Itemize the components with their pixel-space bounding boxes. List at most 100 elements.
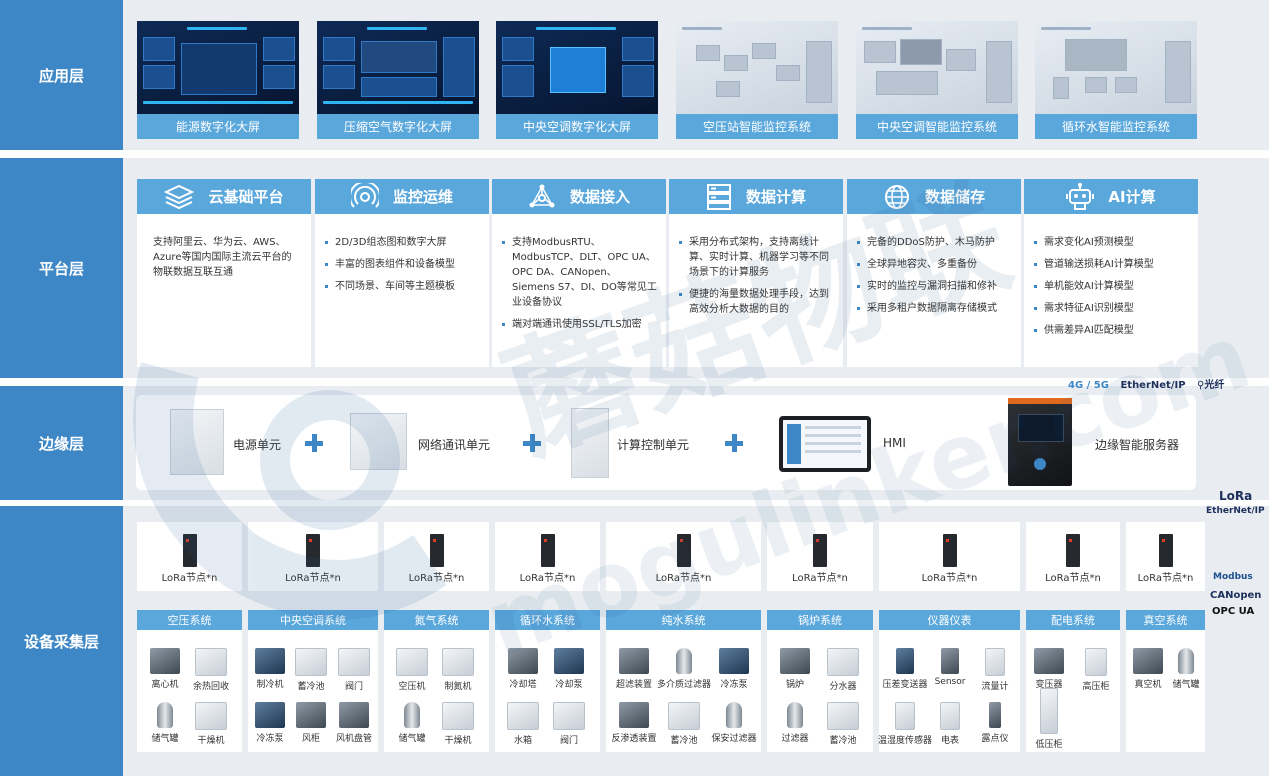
equipment-item: 蓄冷池	[656, 702, 712, 746]
app-card-title: 循环水智能监控系统	[1035, 114, 1197, 139]
lora-node-card: LoRa节点*n	[495, 522, 600, 591]
equipment-item: 制氮机	[430, 648, 486, 692]
equipment-image	[1085, 648, 1107, 676]
app-card-title: 空压站智能监控系统	[676, 114, 838, 139]
system-card-power-distribution: 配电系统 变压器 高压柜 低压柜	[1026, 610, 1120, 752]
lora-node-device	[942, 534, 957, 567]
equipment-image	[442, 702, 474, 730]
power-unit-device	[170, 409, 224, 475]
equipment-item: 冷冻泵	[242, 702, 298, 744]
equipment-image	[150, 648, 180, 674]
platform-bullet: 采用多租户数据隔离存储模式	[857, 301, 1013, 316]
platform-card-computing: 数据计算 采用分布式架构，支持离线计算、实时计算、机器学习等不同场景下的计算服务…	[669, 179, 843, 367]
system-card-title: 氮气系统	[384, 610, 489, 630]
platform-bullet: 2D/3D组态图和数字大屏	[325, 235, 481, 250]
lora-node-card: LoRa节点*n	[248, 522, 378, 591]
equipment-image	[619, 648, 649, 674]
app-screenshot	[496, 21, 658, 114]
equipment-image	[726, 702, 742, 728]
lora-node-label: LoRa节点*n	[921, 573, 978, 584]
equipment-image	[295, 648, 327, 676]
lora-node-device	[813, 534, 827, 567]
equipment-image	[941, 648, 959, 674]
equipment-item: 变压器	[1021, 648, 1077, 690]
system-card-title: 配电系统	[1026, 610, 1120, 630]
platform-bullet: 全球异地容灾、多重备份	[857, 257, 1013, 272]
app-card-compressed-air[interactable]: 压缩空气数字化大屏	[317, 21, 479, 139]
equipment-item: 水箱	[495, 702, 551, 746]
server-icon	[706, 183, 731, 210]
system-card-title: 中央空调系统	[248, 610, 378, 630]
platform-card-title: 云基础平台	[208, 188, 284, 206]
system-card-title: 空压系统	[137, 610, 242, 630]
opc-ua-protocol: OPC UA	[1212, 606, 1255, 617]
system-card-central-ac: 中央空调系统 制冷机 蓄冷池 阀门 冷冻泵 风柜 风机盘管	[248, 610, 378, 752]
app-card-title: 中央空调智能监控系统	[856, 114, 1018, 139]
compute-unit-device	[571, 408, 609, 478]
lora-node-card: LoRa节点*n	[1026, 522, 1120, 591]
equipment-image	[339, 702, 369, 728]
equipment-image	[719, 648, 749, 674]
equipment-item: 风柜	[283, 702, 339, 744]
layer-label-collection: 设备采集层	[0, 506, 123, 776]
app-card-air-station[interactable]: 空压站智能监控系统	[676, 21, 838, 139]
edge-unit-server: 边缘智能服务器	[1095, 438, 1180, 452]
platform-bullet: 支持ModbusRTU、ModbusTCP、DLT、OPC UA、OPC DA、…	[502, 235, 658, 310]
app-screenshot	[856, 21, 1018, 114]
app-card-ac-monitor[interactable]: 中央空调智能监控系统	[856, 21, 1018, 139]
equipment-image	[195, 702, 227, 730]
lora-node-device	[676, 534, 691, 567]
equipment-item: 干燥机	[183, 702, 239, 746]
platform-bullet: 便捷的海量数据处理手段，达到高效分析大数据的目的	[679, 287, 835, 317]
lora-node-card: LoRa节点*n	[1126, 522, 1205, 591]
equipment-item: 超滤装置	[606, 648, 662, 690]
platform-card-ai: AI计算 需求变化AI预测模型 管道输送损耗AI计算模型 单机能效AI计算模型 …	[1024, 179, 1198, 367]
equipment-image	[827, 648, 859, 676]
ethernet-ip-protocol: EtherNet/IP	[1206, 506, 1265, 516]
equipment-item: 高压柜	[1068, 648, 1124, 692]
canopen-protocol: CANopen	[1210, 590, 1262, 601]
app-screenshot	[137, 21, 299, 114]
lora-node-label: LoRa节点*n	[519, 573, 576, 584]
equipment-item: 电表	[922, 702, 978, 746]
system-card-title: 循环水系统	[495, 610, 600, 630]
app-card-energy[interactable]: 能源数字化大屏	[137, 21, 299, 139]
equipment-item: 蓄冷池	[815, 702, 871, 746]
equipment-image	[442, 648, 474, 676]
equipment-image	[1178, 648, 1194, 674]
equipment-image	[668, 702, 700, 730]
platform-bullet: 端对端通讯使用SSL/TLS加密	[502, 317, 658, 332]
platform-bullet: 供需差异AI匹配模型	[1034, 323, 1190, 338]
equipment-item: 保安过滤器	[706, 702, 762, 744]
app-screenshot	[676, 21, 838, 114]
equipment-item: 锅炉	[767, 648, 823, 690]
platform-bullet: 需求变化AI预测模型	[1034, 235, 1190, 250]
equipment-image	[940, 702, 960, 730]
lora-node-label: LoRa节点*n	[792, 573, 848, 584]
platform-card-title: 监控运维	[392, 188, 453, 206]
lora-node-device	[1158, 534, 1173, 567]
equipment-item: 低压柜	[1021, 688, 1077, 750]
equipment-image	[896, 648, 914, 674]
equipment-item: 多介质过滤器	[656, 648, 712, 690]
lora-node-card: LoRa节点*n	[137, 522, 242, 591]
equipment-item: 压差变送器	[877, 648, 933, 690]
equipment-image	[296, 702, 326, 728]
app-card-central-ac[interactable]: 中央空调数字化大屏	[496, 21, 658, 139]
equipment-image	[827, 702, 859, 730]
equipment-item: 干燥机	[430, 702, 486, 746]
equipment-image	[1040, 688, 1058, 734]
equipment-item: 余热回收	[183, 648, 239, 692]
lora-node-label: LoRa节点*n	[408, 573, 465, 584]
system-card-instruments: 仪器仪表 压差变送器 Sensor 流量计 温湿度传感器 电表 露点仪	[877, 610, 1020, 752]
app-card-circulating-water[interactable]: 循环水智能监控系统	[1035, 21, 1197, 139]
lora-node-device	[306, 534, 320, 567]
system-card-title: 锅炉系统	[767, 610, 873, 630]
equipment-item: 储气罐	[1158, 648, 1214, 690]
equipment-item: 离心机	[137, 648, 193, 690]
layers-icon	[164, 184, 195, 209]
equipment-item: 风机盘管	[326, 702, 382, 744]
system-card-vacuum: 真空系统 真空机 储气罐	[1126, 610, 1205, 752]
lora-node-label: LoRa节点*n	[161, 573, 218, 584]
equipment-image	[787, 702, 803, 728]
